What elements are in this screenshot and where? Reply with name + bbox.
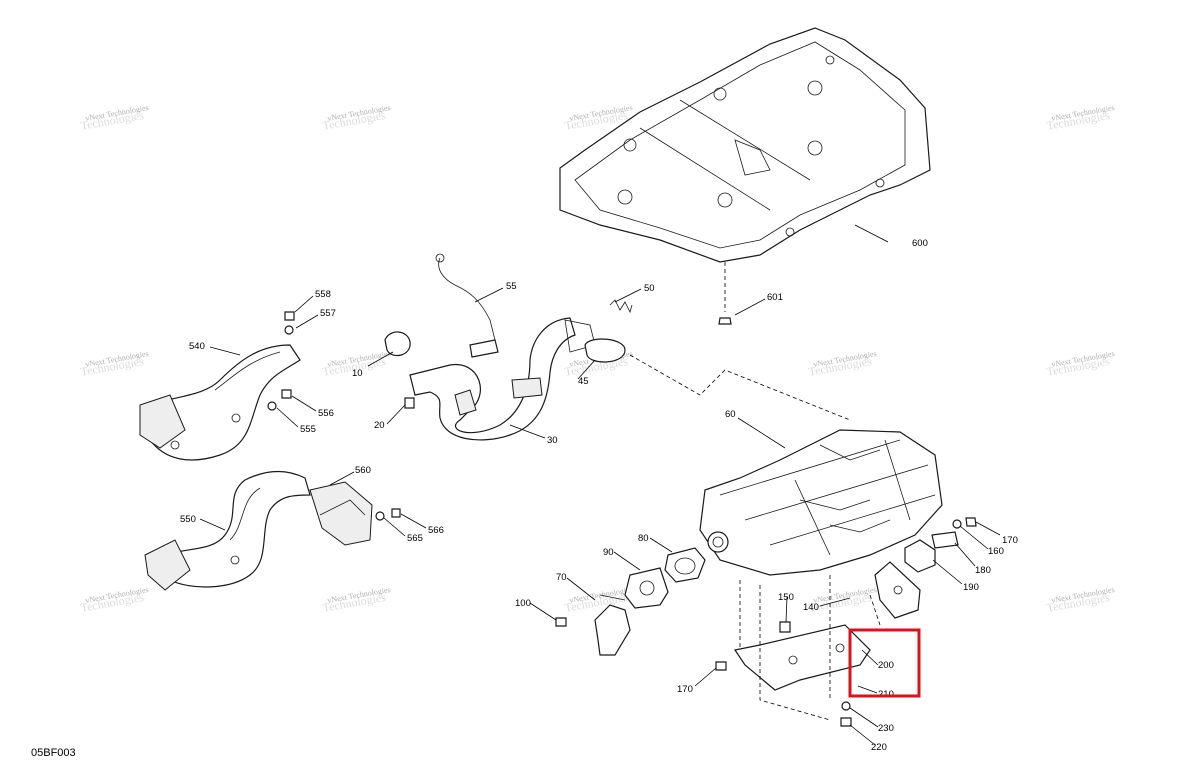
- header-pipe-550: [144, 470, 311, 591]
- callout-10: 10: [352, 368, 363, 379]
- watermark: Technologies vNext Technologies: [79, 349, 149, 379]
- spring-50: [609, 299, 633, 314]
- callout-90: 90: [603, 547, 614, 558]
- callout-190: 190: [963, 582, 979, 593]
- callout-557: 557: [320, 308, 336, 319]
- callout-170-bottom: 170: [677, 684, 693, 695]
- screw-150: [779, 621, 791, 633]
- nut-170-bottom: [715, 661, 727, 671]
- callout-60: 60: [725, 409, 736, 420]
- watermark: Technologies vNext Technologies: [1045, 103, 1115, 133]
- gasket-80: [664, 547, 706, 583]
- callout-600: 600: [912, 238, 928, 249]
- bracket-140: [874, 561, 921, 619]
- callout-80: 80: [638, 533, 649, 544]
- callout-140: 140: [803, 602, 819, 613]
- heat-shield-plate: [559, 27, 931, 263]
- bushing-180: [931, 531, 959, 549]
- washer-230: [841, 701, 851, 711]
- callout-558: 558: [315, 289, 331, 300]
- bolt-556: [281, 389, 292, 399]
- callout-160: 160: [988, 546, 1004, 557]
- nut-220: [840, 717, 852, 727]
- watermark: Technologies vNext Technologies: [1045, 585, 1115, 615]
- header-pipe-540: [139, 344, 301, 461]
- callout-565: 565: [407, 533, 423, 544]
- callout-540: 540: [189, 341, 205, 352]
- callout-566: 566: [428, 525, 444, 536]
- flange-90: [624, 567, 669, 609]
- nut-20: [404, 397, 415, 409]
- heat-shield-560: [309, 481, 373, 546]
- callout-50: 50: [644, 283, 655, 294]
- watermark: Technologies vNext Technologies: [321, 103, 391, 133]
- callout-200: 200: [878, 660, 894, 671]
- callout-70: 70: [556, 572, 567, 583]
- ring-45: [584, 338, 626, 363]
- washer-160: [952, 519, 962, 529]
- nut-170-top: [965, 517, 977, 527]
- washer-565: [375, 511, 385, 521]
- gasket-10: [384, 331, 411, 357]
- bolt-601: [718, 262, 732, 325]
- muffler-60: [699, 429, 943, 576]
- callout-170-top: 170: [1002, 535, 1018, 546]
- highlight-box: [848, 628, 921, 698]
- callout-230: 230: [878, 723, 894, 734]
- washer-557: [284, 325, 294, 335]
- watermark: Technologies vNext Technologies: [1045, 349, 1115, 379]
- washer-555: [267, 401, 277, 411]
- callout-45: 45: [578, 376, 589, 387]
- callout-550: 550: [180, 514, 196, 525]
- callout-220: 220: [871, 742, 887, 753]
- callout-30: 30: [547, 435, 558, 446]
- callout-560: 560: [355, 465, 371, 476]
- leader-lines: [199, 224, 1001, 746]
- figure-code: 05BF003: [31, 747, 76, 759]
- isolator-190: [904, 539, 936, 573]
- callout-180: 180: [975, 565, 991, 576]
- watermark: Technologies vNext Technologies: [79, 585, 149, 615]
- bolt-566: [391, 508, 401, 518]
- callout-601: 601: [767, 292, 783, 303]
- watermark: Technologies vNext Technologies: [79, 103, 149, 133]
- bolt-100: [555, 617, 567, 627]
- assembly-lines: [629, 354, 881, 721]
- mounting-bracket: [734, 624, 871, 691]
- exhaust-pipe-30: [409, 317, 596, 441]
- o2-sensor-55: [435, 253, 499, 358]
- callout-55: 55: [506, 281, 517, 292]
- callout-555: 555: [300, 424, 316, 435]
- watermark: Technologies vNext Technologies: [321, 585, 391, 615]
- bolt-558: [284, 311, 295, 321]
- callout-556: 556: [318, 408, 334, 419]
- watermark: Technologies vNext Technologies: [807, 349, 877, 379]
- callout-20: 20: [374, 420, 385, 431]
- callout-100: 100: [515, 598, 531, 609]
- outlet-pipe-70: [594, 594, 631, 656]
- callout-150: 150: [778, 592, 794, 603]
